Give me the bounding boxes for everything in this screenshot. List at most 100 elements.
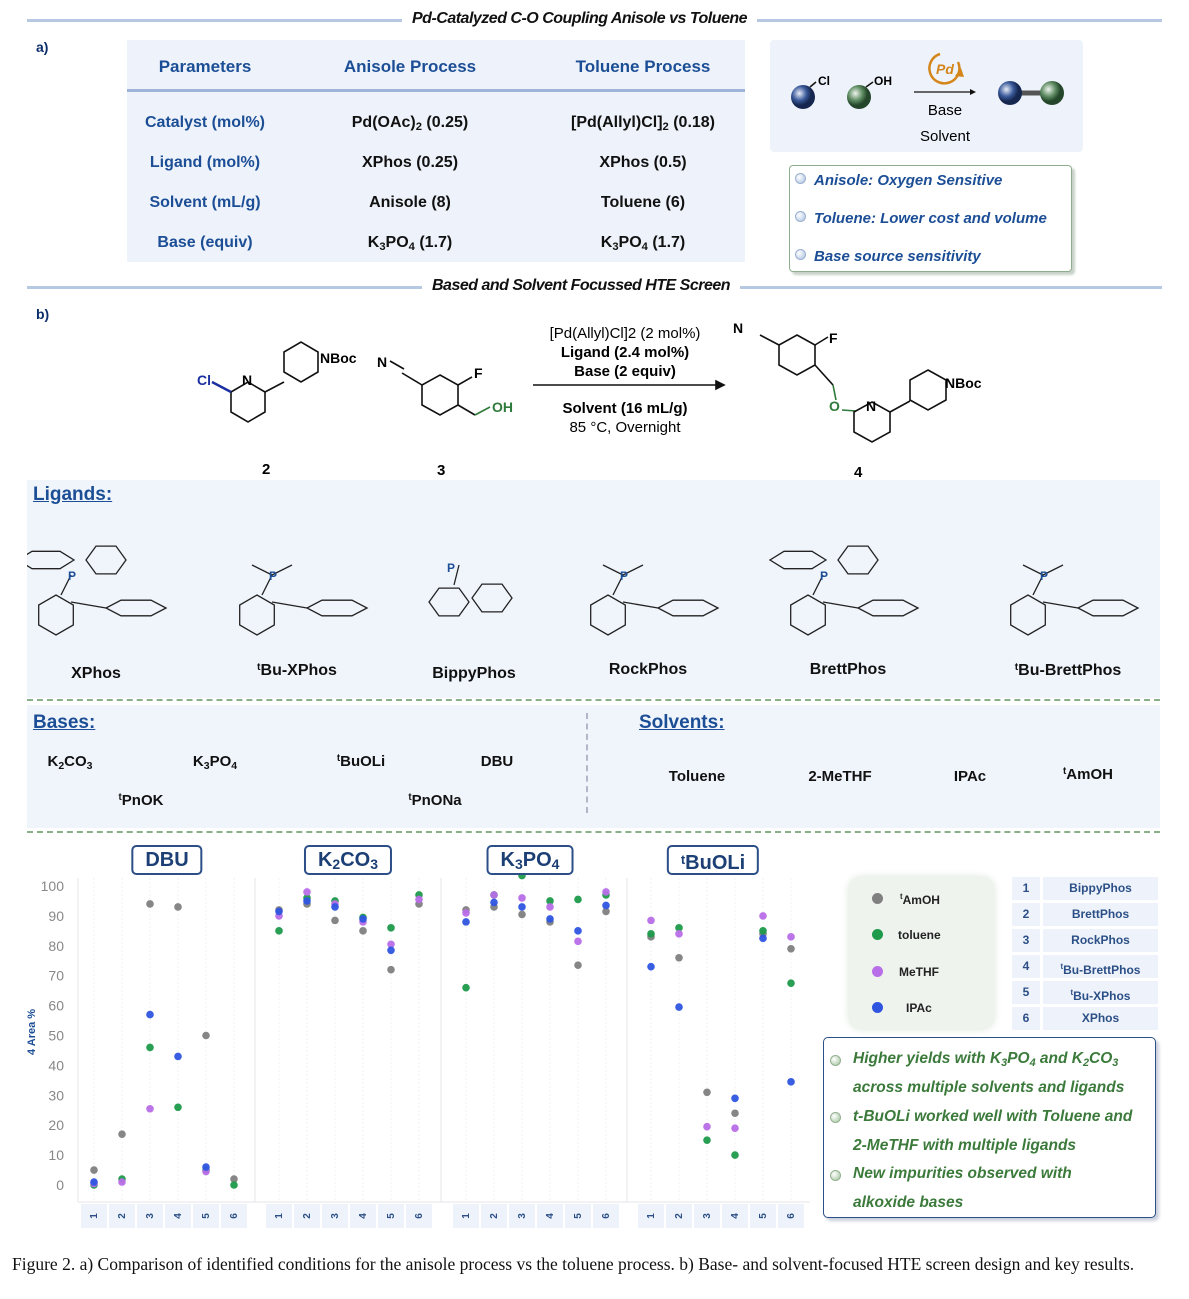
data-point-ipac xyxy=(202,1163,210,1171)
data-point-methf xyxy=(759,912,767,920)
legend-item: MeTHF xyxy=(872,965,939,979)
data-point-methf xyxy=(675,930,683,938)
result-text: across multiple solvents and ligands xyxy=(853,1079,1125,1096)
x-tick-label: 4 xyxy=(545,1213,556,1219)
ligand-name: tBu-XPhos xyxy=(257,662,337,679)
legend-item: IPAc xyxy=(872,1001,932,1015)
data-point-tamoh xyxy=(331,916,339,925)
x-tick-bg xyxy=(350,1204,376,1228)
ligand-name: tBu-BrettPhos xyxy=(1014,662,1122,679)
param-cell: Catalyst (mol%) xyxy=(144,114,266,131)
x-tick-bg xyxy=(509,1204,535,1228)
x-tick-label: 2 xyxy=(489,1213,500,1219)
compound-number: 4 xyxy=(854,464,863,481)
y-tick-label: 60 xyxy=(48,998,64,1014)
toluene-cell: [Pd(Allyl)Cl]2 (0.18) xyxy=(570,114,716,133)
anisole-cell: XPhos (0.25) xyxy=(361,154,459,171)
y-tick-label: 30 xyxy=(48,1087,64,1103)
data-point-toluene xyxy=(230,1181,238,1189)
atom-label: N xyxy=(733,320,743,336)
ligand-structure-icon xyxy=(239,564,369,636)
x-tick-bg xyxy=(638,1204,664,1228)
param-cell: Solvent (mL/g) xyxy=(149,194,261,211)
base-item: tBuOLi xyxy=(336,753,386,770)
data-point-methf xyxy=(703,1122,711,1131)
legend-marker-icon xyxy=(872,929,883,940)
solvent-label: Solvent xyxy=(920,128,971,145)
reaction-scheme: Cl N NBoc 2 N F OH 3 [Pd(Allyl)Cl]2 (2 m… xyxy=(197,320,982,481)
data-point-methf xyxy=(415,895,423,904)
x-tick-bg xyxy=(266,1204,292,1228)
x-tick-bg xyxy=(666,1204,692,1228)
x-tick-label: 4 xyxy=(730,1213,741,1219)
toluene-cell: XPhos (0.5) xyxy=(599,154,687,171)
x-tick-label: 2 xyxy=(302,1213,313,1219)
conditions-table: Parameters Anisole Process Toluene Proce… xyxy=(127,40,745,262)
bases-heading: Bases: xyxy=(33,712,96,733)
compound-4-structure xyxy=(759,334,947,443)
x-tick-bg xyxy=(481,1204,507,1228)
x-tick-bg xyxy=(722,1204,748,1228)
compound-number: 3 xyxy=(437,462,445,479)
panel-title-k3po4: K3PO4 xyxy=(486,845,574,875)
data-point-methf xyxy=(490,891,498,899)
panel-label-b: b) xyxy=(36,306,50,322)
compound-2-structure xyxy=(211,341,319,423)
data-point-tamoh xyxy=(675,953,683,962)
ligand-structure-icon xyxy=(428,564,513,617)
x-tick-label: 4 xyxy=(358,1213,369,1219)
x-tick-label: 5 xyxy=(573,1213,584,1219)
atom-label: N xyxy=(866,398,876,414)
data-point-methf xyxy=(602,888,610,896)
section-title-a: Pd-Catalyzed C-O Coupling Anisole vs Tol… xyxy=(402,10,758,28)
bullet-icon xyxy=(830,1170,841,1181)
data-point-methf xyxy=(518,894,526,902)
atom-label: F xyxy=(474,365,483,381)
data-point-methf xyxy=(118,1178,126,1186)
condition-temperature: 85 °C, Overnight xyxy=(569,419,681,436)
ligand-name: BippyPhos xyxy=(432,665,516,682)
note-text: Toluene: Lower cost and volume xyxy=(814,210,1047,227)
data-point-toluene xyxy=(462,983,470,992)
x-tick-bg xyxy=(453,1204,479,1228)
data-point-ipac xyxy=(675,1003,683,1011)
param-cell: Ligand (mol%) xyxy=(149,154,261,171)
ligand-structure-icon xyxy=(1010,564,1140,636)
x-tick-bg xyxy=(137,1204,163,1228)
data-point-tamoh xyxy=(731,1109,739,1118)
section-title-b: Based and Solvent Focussed HTE Screen xyxy=(422,277,741,295)
x-tick-label: 2 xyxy=(674,1213,685,1219)
data-point-toluene xyxy=(146,1043,154,1052)
anisole-vs-toluene-notes: Anisole: Oxygen Sensitive Toluene: Lower… xyxy=(789,165,1072,272)
y-tick-label: 50 xyxy=(48,1028,64,1044)
data-point-ipac xyxy=(146,1010,154,1019)
bullet-icon xyxy=(795,211,806,222)
ligand-structure-icon xyxy=(768,545,920,636)
y-tick-label: 70 xyxy=(48,968,64,984)
base-item: DBU xyxy=(480,753,514,770)
solvent-item: IPAc xyxy=(953,768,987,785)
result-text: New impurities observed with xyxy=(853,1165,1072,1182)
note-item: Toluene: Lower cost and volume xyxy=(795,210,1047,227)
data-point-tamoh xyxy=(146,900,154,908)
data-point-tamoh xyxy=(359,927,367,935)
panel-title-dbu: DBU xyxy=(131,845,203,875)
x-tick-bg xyxy=(322,1204,348,1228)
compound-3-structure xyxy=(389,360,491,416)
x-tick-label: 3 xyxy=(330,1213,341,1219)
y-axis-label: 4 Area % xyxy=(26,1009,38,1055)
data-point-tamoh xyxy=(518,910,526,919)
anisole-cell: Pd(OAc)2 (0.25) xyxy=(351,114,469,133)
note-item: Base source sensitivity xyxy=(795,248,981,265)
x-tick-label: 3 xyxy=(517,1213,528,1219)
solvents-heading: Solvents: xyxy=(639,712,725,733)
data-point-toluene xyxy=(387,924,395,932)
data-point-toluene xyxy=(647,930,655,938)
data-point-toluene xyxy=(275,927,283,935)
data-point-ipac xyxy=(546,915,554,923)
data-point-ipac xyxy=(174,1052,182,1061)
